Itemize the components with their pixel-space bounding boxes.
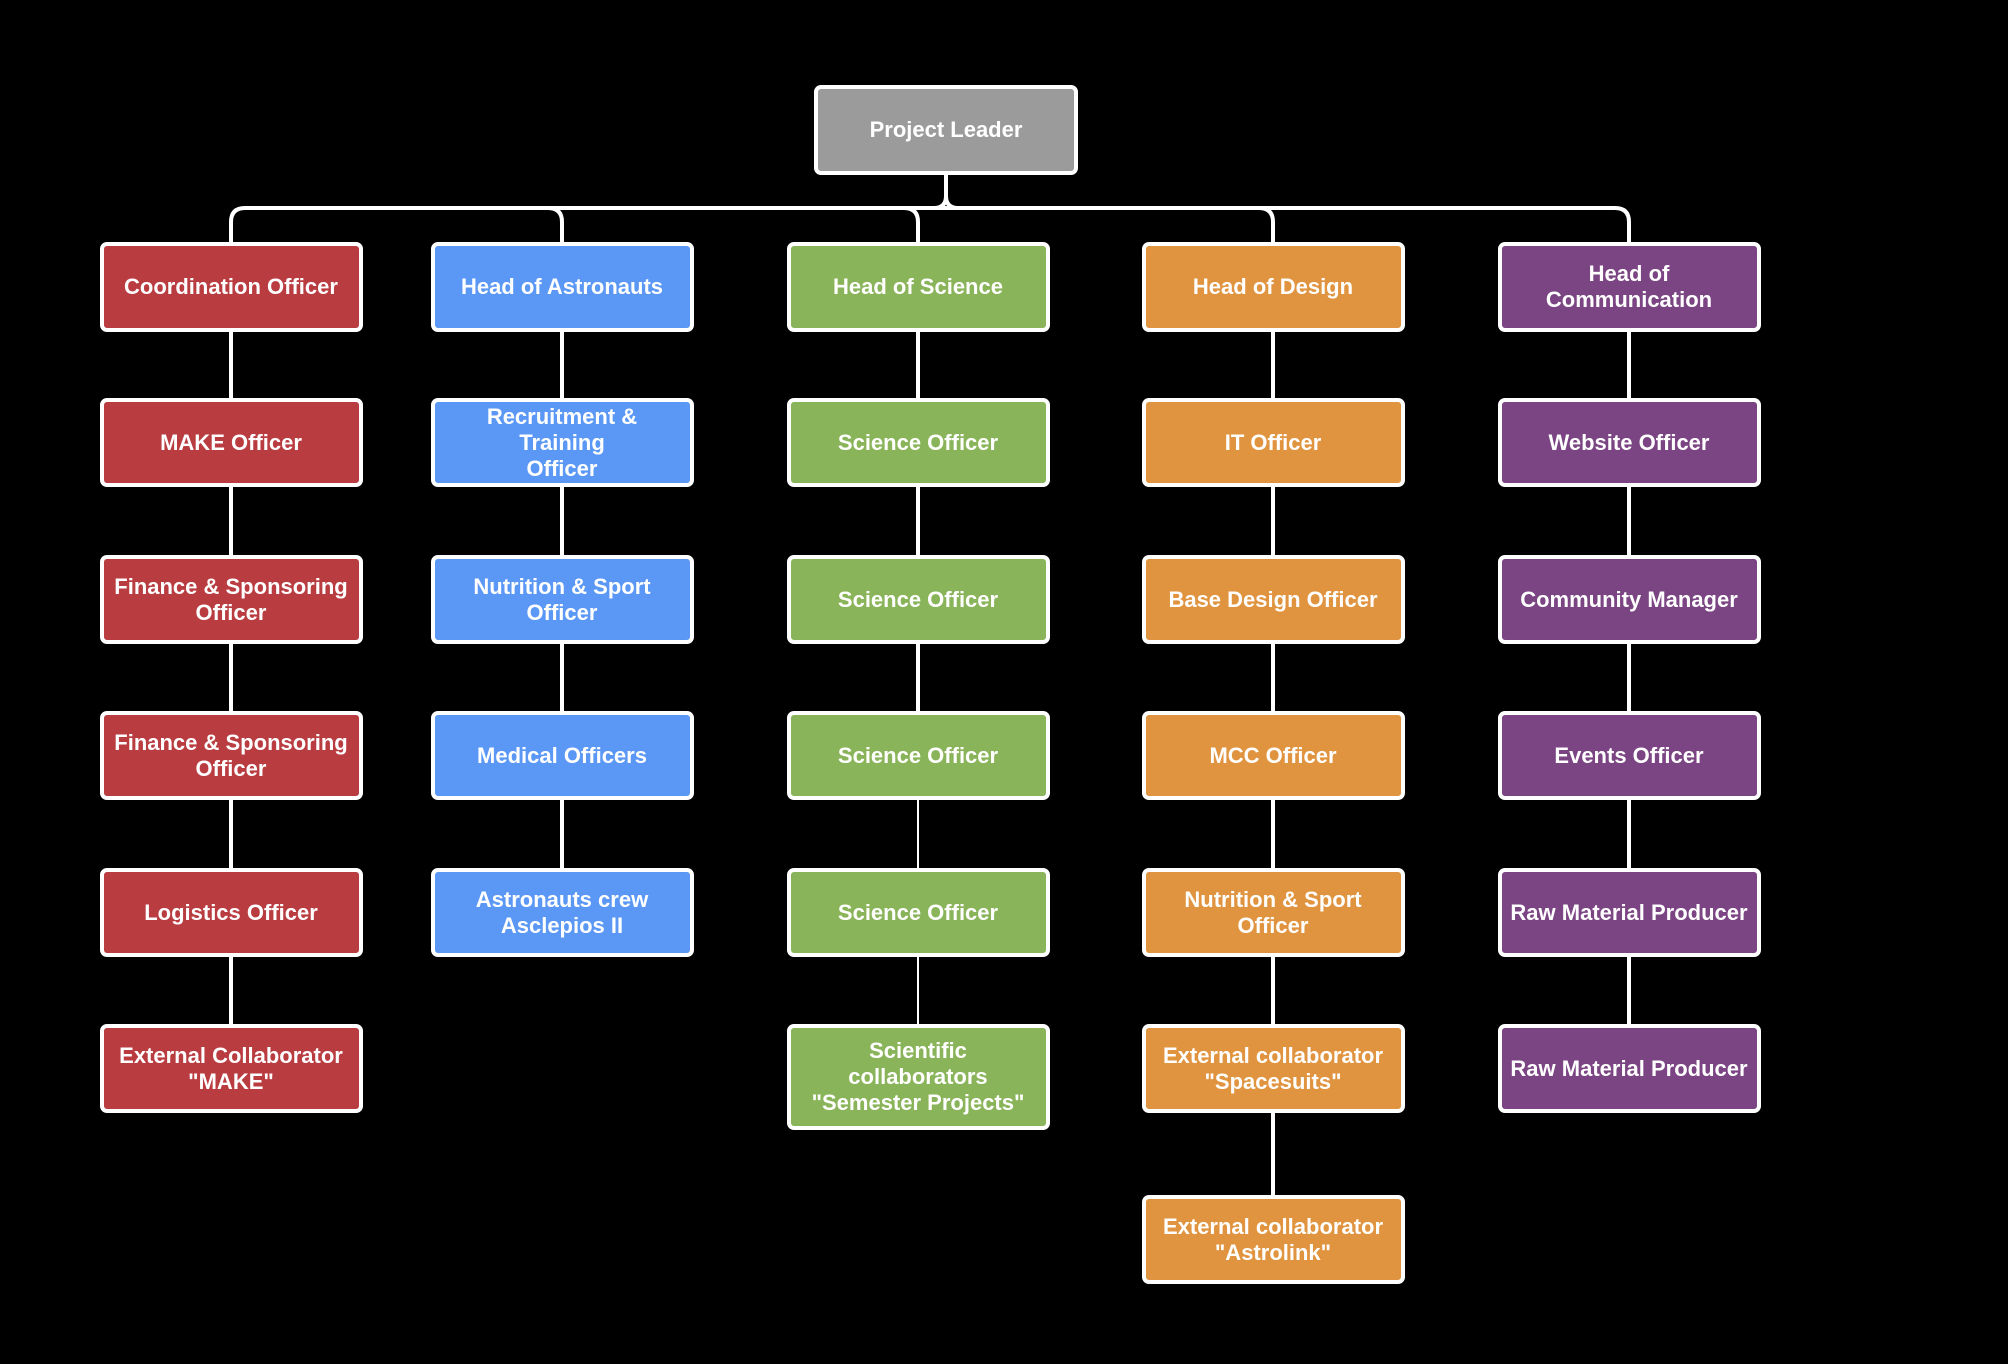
connector-bus-drop-4 xyxy=(1258,206,1275,242)
head-node-head-of-science[interactable]: Head of Science xyxy=(786,242,1050,332)
member-node-base-design-officer[interactable]: Base Design Officer xyxy=(1141,555,1405,644)
member-node-external-collaborator-astrolink[interactable]: External collaborator "Astrolink" xyxy=(1141,1195,1405,1284)
member-node-website-officer[interactable]: Website Officer xyxy=(1497,398,1761,487)
member-node-finance-sponsoring-officer[interactable]: Finance & Sponsoring Officer xyxy=(99,711,363,800)
member-node-mcc-officer[interactable]: MCC Officer xyxy=(1141,711,1405,800)
member-node-medical-officers[interactable]: Medical Officers xyxy=(430,711,694,800)
member-node-nutrition-sport-officer[interactable]: Nutrition & Sport Officer xyxy=(430,555,694,644)
head-node-head-of-communication[interactable]: Head of Communication xyxy=(1497,242,1761,332)
member-node-finance-sponsoring-officer[interactable]: Finance & Sponsoring Officer xyxy=(99,555,363,644)
member-node-make-officer[interactable]: MAKE Officer xyxy=(99,398,363,487)
member-node-logistics-officer[interactable]: Logistics Officer xyxy=(99,868,363,957)
member-node-science-officer[interactable]: Science Officer xyxy=(786,555,1050,644)
member-node-science-officer[interactable]: Science Officer xyxy=(786,711,1050,800)
connector-bus-drop-2 xyxy=(547,206,564,242)
member-node-it-officer[interactable]: IT Officer xyxy=(1141,398,1405,487)
member-node-raw-material-producer[interactable]: Raw Material Producer xyxy=(1497,868,1761,957)
member-node-raw-material-producer[interactable]: Raw Material Producer xyxy=(1497,1024,1761,1113)
head-node-head-of-design[interactable]: Head of Design xyxy=(1141,242,1405,332)
member-node-science-officer[interactable]: Science Officer xyxy=(786,398,1050,487)
member-node-scientific-collaborators-semester-projects[interactable]: Scientific collaborators "Semester Proje… xyxy=(786,1024,1050,1130)
member-node-recruitment-training-officer[interactable]: Recruitment & Training Officer xyxy=(430,398,694,487)
head-node-coordination-officer[interactable]: Coordination Officer xyxy=(99,242,363,332)
member-node-science-officer[interactable]: Science Officer xyxy=(786,868,1050,957)
member-node-community-manager[interactable]: Community Manager xyxy=(1497,555,1761,644)
connector-root-left xyxy=(933,175,948,210)
connector-bus-drop-3 xyxy=(903,206,920,242)
member-node-external-collaborator-make[interactable]: External Collaborator "MAKE" xyxy=(99,1024,363,1113)
head-node-head-of-astronauts[interactable]: Head of Astronauts xyxy=(430,242,694,332)
member-node-nutrition-sport-officer[interactable]: Nutrition & Sport Officer xyxy=(1141,868,1405,957)
root-node-project-leader[interactable]: Project Leader xyxy=(814,85,1078,175)
member-node-external-collaborator-spacesuits[interactable]: External collaborator "Spacesuits" xyxy=(1141,1024,1405,1113)
connector-bus xyxy=(229,206,1631,242)
member-node-astronauts-crew-asclepios-ii[interactable]: Astronauts crew Asclepios II xyxy=(430,868,694,957)
member-node-events-officer[interactable]: Events Officer xyxy=(1497,711,1761,800)
